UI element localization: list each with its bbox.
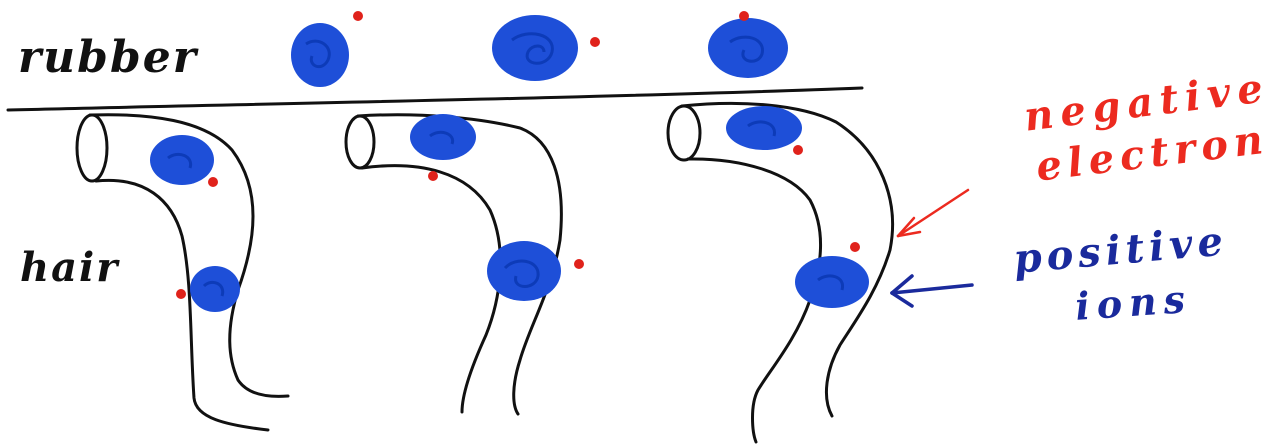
rubber-surface-line bbox=[8, 88, 862, 110]
negative-electron bbox=[428, 171, 438, 181]
positive-ion bbox=[492, 15, 578, 81]
negative-electron bbox=[590, 37, 600, 47]
stage-2 bbox=[346, 15, 600, 414]
negative-electron bbox=[574, 259, 584, 269]
negative-electron bbox=[353, 11, 363, 21]
negative-electron bbox=[850, 242, 860, 252]
positive-ions-arrow bbox=[892, 276, 972, 306]
positive-ion bbox=[726, 106, 802, 150]
stage-3 bbox=[668, 11, 893, 442]
positive-ion bbox=[291, 23, 349, 87]
positive-ion bbox=[708, 18, 788, 78]
positive-ion bbox=[487, 241, 561, 301]
positive-ion bbox=[150, 135, 214, 185]
negative-electron bbox=[739, 11, 749, 21]
positive-ion bbox=[410, 114, 476, 160]
negative-electron bbox=[793, 145, 803, 155]
negative-electrons-arrow bbox=[898, 190, 968, 236]
positive-ion bbox=[190, 266, 240, 312]
negative-electron bbox=[176, 289, 186, 299]
positive-ion bbox=[795, 256, 869, 308]
rubber-label: rubber bbox=[18, 36, 198, 80]
hair-label: hair bbox=[20, 248, 119, 288]
negative-electron bbox=[208, 177, 218, 187]
positive-ions-label-line2: ions bbox=[1074, 280, 1193, 326]
